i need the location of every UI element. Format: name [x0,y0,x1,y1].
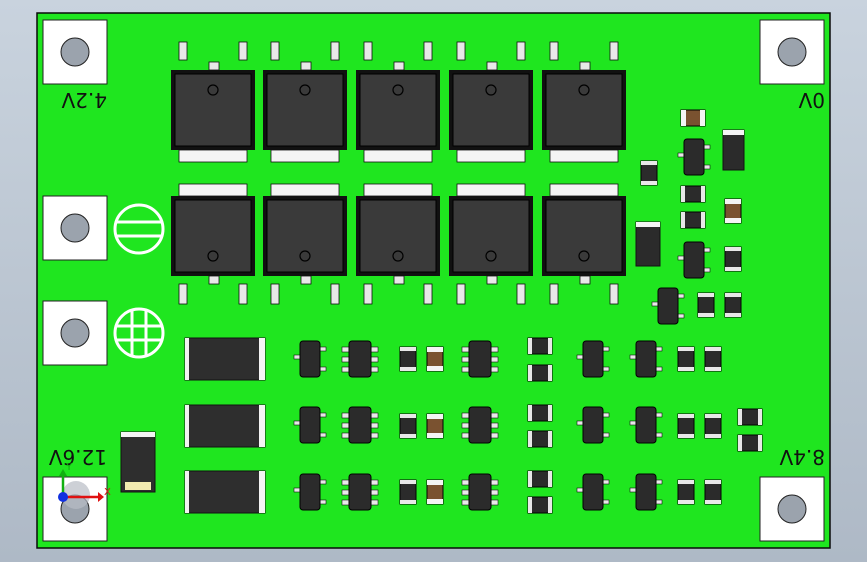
mount-pad-top-right [759,19,825,85]
axis-triad: X Y [58,462,111,509]
mount-pad-bottom-right [759,476,825,542]
row1-res-a [426,346,444,372]
chip-c4 [724,246,742,272]
diode-d3 [184,470,266,514]
row2-res-a [426,413,444,439]
row3-chip-a [399,479,417,505]
resistor-r2 [724,198,742,224]
diode-d2 [184,404,266,448]
chip-c1 [640,160,658,186]
row3-chip-d [677,479,695,505]
chip-c6 [724,292,742,318]
row2-chip-g [737,434,763,452]
chip-c3 [680,211,706,229]
resistor-r1 [680,109,706,127]
chip-c2 [680,185,706,203]
row1-chip-d [677,346,695,372]
label-top-right: 0V [798,88,825,112]
row1-chip-e [704,346,722,372]
diode-small-1 [722,129,745,171]
label-bottom-right: 8.4V [779,445,825,469]
row2-chip-d [677,413,695,439]
mount-pad-left-2 [42,195,108,261]
row3-chip-b [527,470,553,488]
axis-x-label: X [104,487,111,498]
minus-symbol [113,203,165,255]
label-top-left: 4.2V [61,88,107,112]
plus-symbol [113,307,165,359]
mount-pad-left-3 [42,300,108,366]
row3-res-a [426,479,444,505]
row1-chip-a [399,346,417,372]
row2-chip-a [399,413,417,439]
row2-chip-b [527,404,553,422]
row3-chip-e [704,479,722,505]
row3-chip-c [527,496,553,514]
diode-d1 [184,337,266,381]
diode-d4 [120,431,156,493]
row2-chip-e [704,413,722,439]
mount-pad-top-left [42,19,108,85]
row2-chip-f [737,408,763,426]
chip-c5 [697,292,715,318]
row2-chip-c [527,430,553,448]
axis-y-label: Y [65,462,73,473]
row1-chip-b [527,337,553,355]
label-bottom-left: 12.6V [48,445,107,469]
row1-chip-c [527,364,553,382]
diode-small-2 [635,221,661,267]
